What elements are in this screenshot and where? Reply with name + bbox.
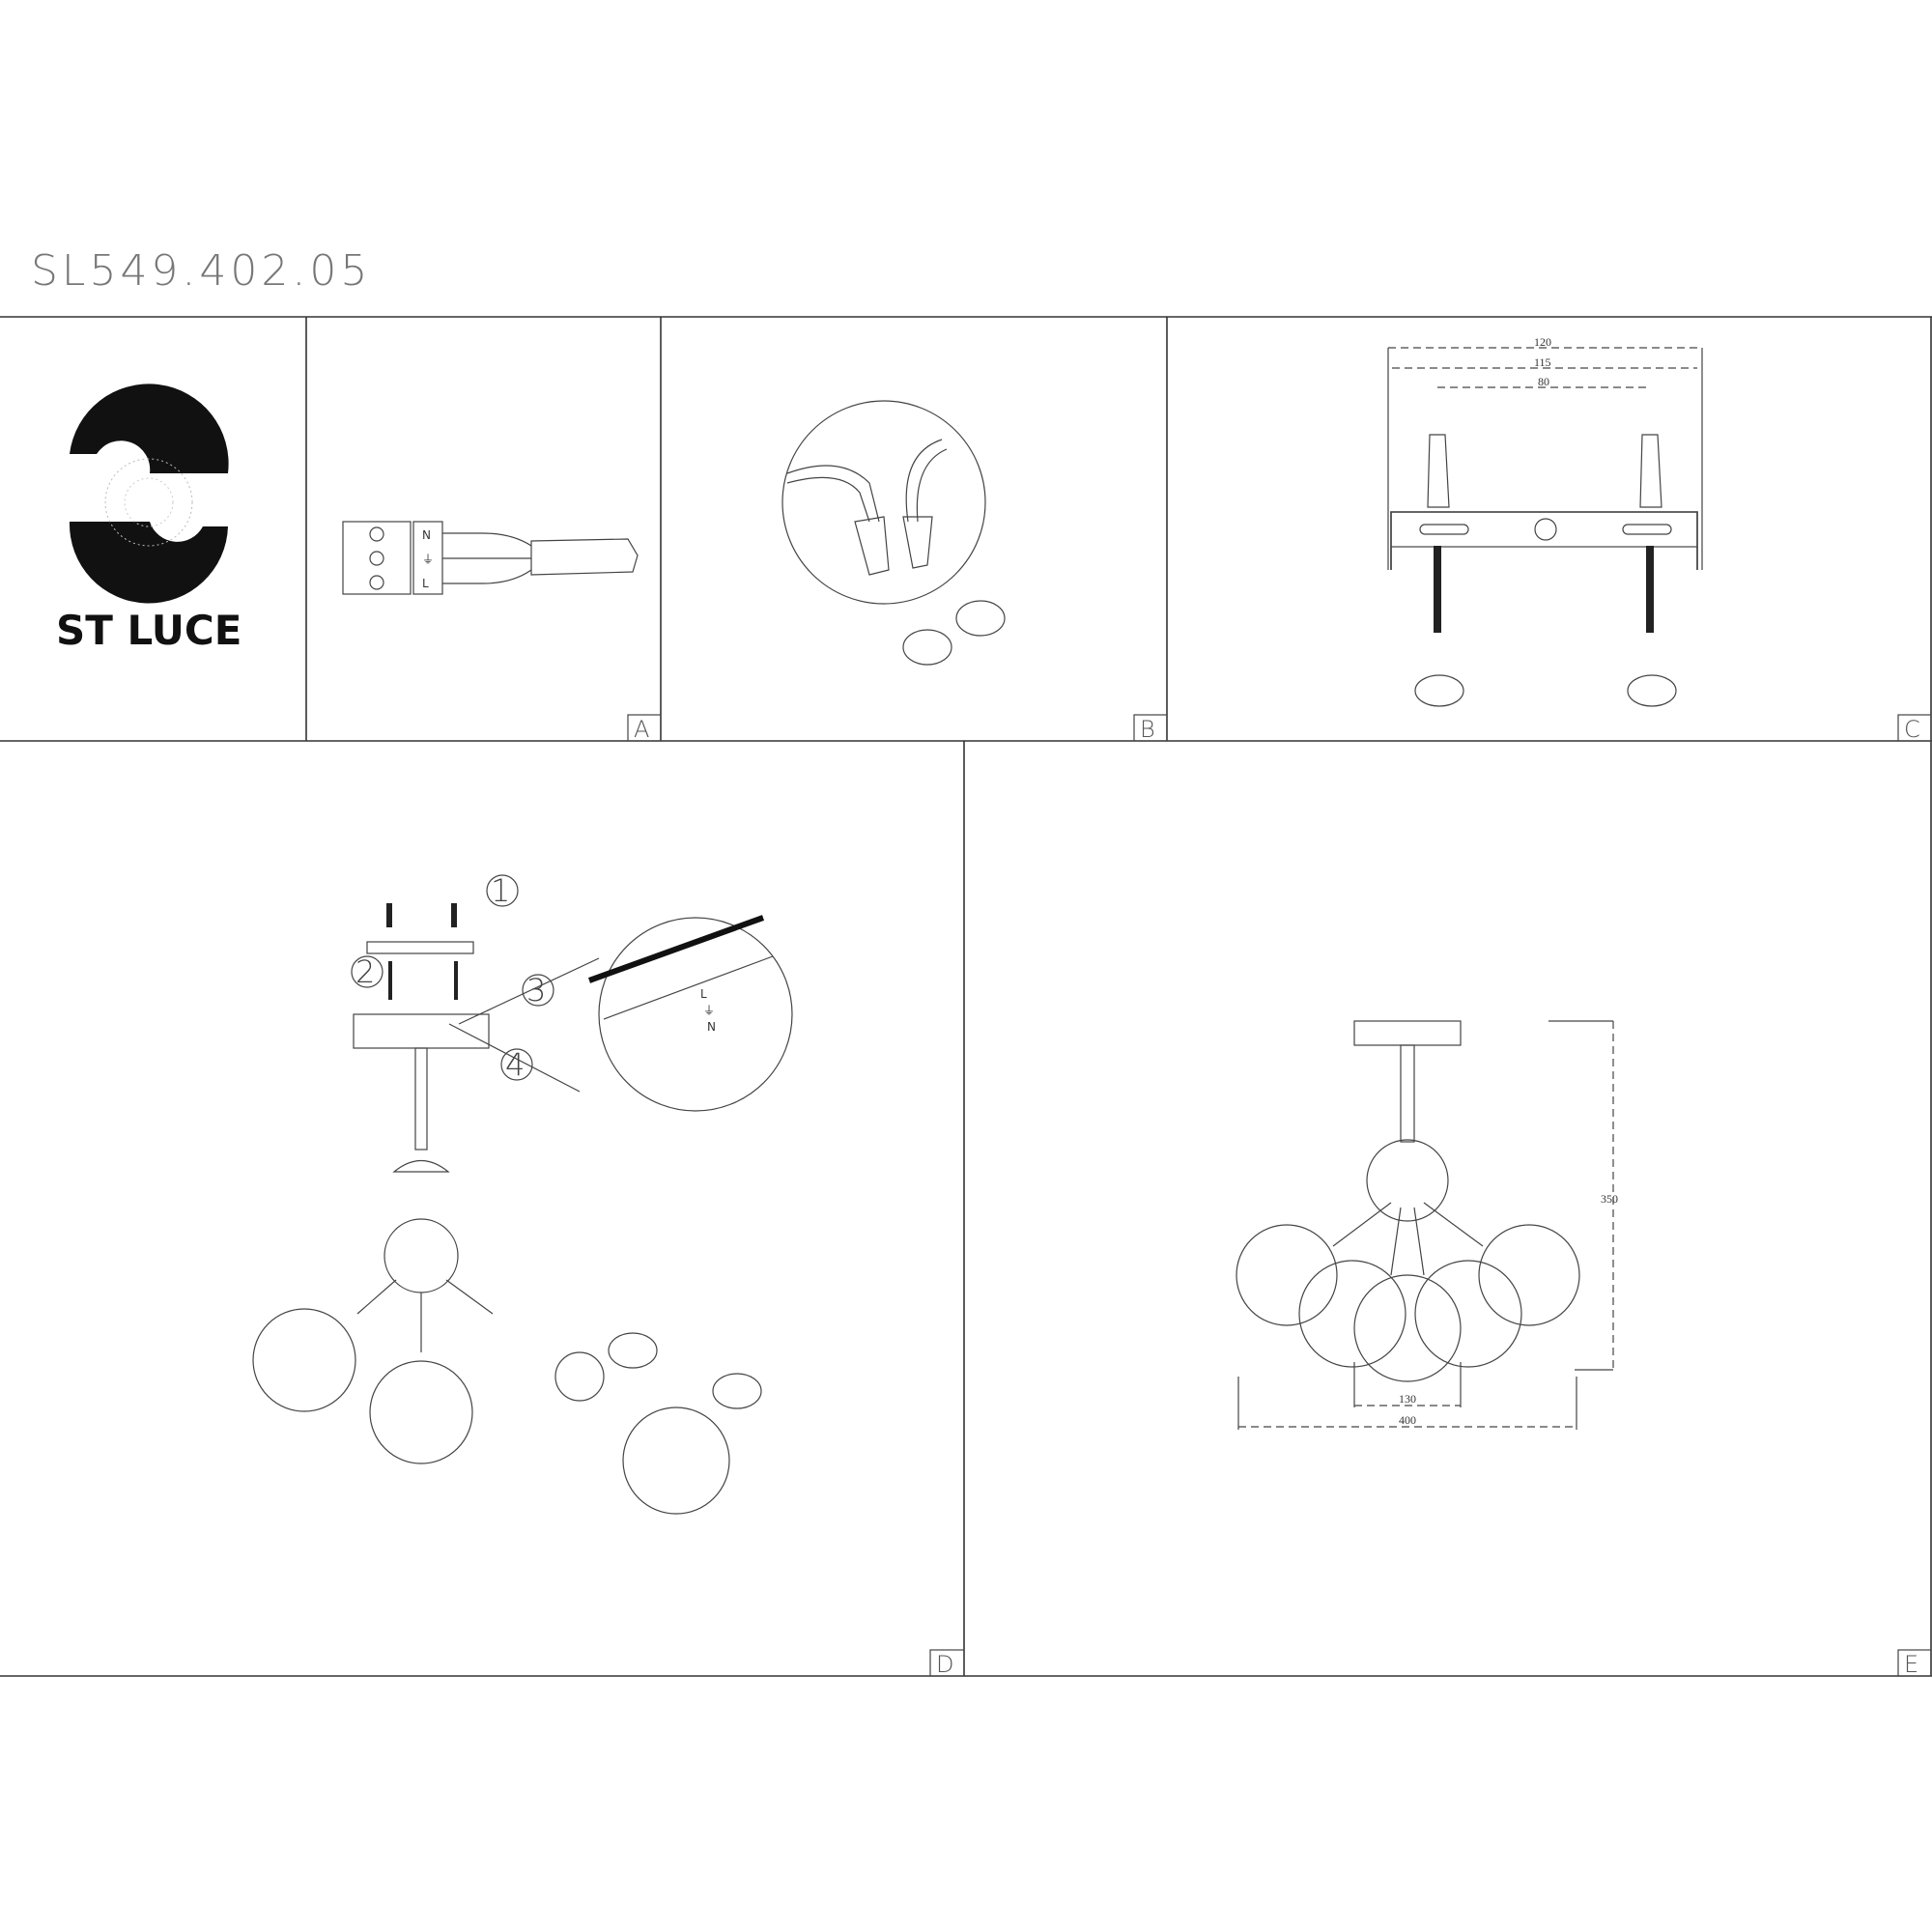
panel-letter-a: A [634, 716, 649, 743]
step-number: 4 [505, 1046, 525, 1083]
step-number: 3 [526, 972, 546, 1009]
panel-a-terminal-block: N ⏚ L [342, 521, 639, 595]
terminal-label: L [700, 987, 707, 1001]
step-number: 1 [491, 872, 510, 909]
panel-letter-b: B [1140, 716, 1155, 743]
dimension-height: 350 [1601, 1192, 1618, 1206]
dimension-label: 80 [1538, 375, 1549, 388]
panel-letter-e: E [1904, 1651, 1918, 1678]
terminal-label: N [422, 528, 431, 542]
logo-swirl-icon [69, 384, 229, 604]
dimension-label: 120 [1534, 335, 1551, 349]
model-number: SL549.402.05 [31, 246, 371, 296]
brand-name: ST LUCE [56, 607, 242, 654]
rotate-icon [712, 1373, 762, 1409]
dimension-width: 400 [1399, 1413, 1416, 1427]
step-number: 2 [355, 953, 375, 990]
brand-logo: ST LUCE [56, 384, 242, 654]
dimension-label: 115 [1534, 355, 1551, 369]
rotate-icon [608, 1332, 658, 1369]
rotate-icon [1414, 674, 1464, 707]
panel-e-dimensions: 350 130 400 [1236, 1020, 1618, 1430]
terminal-label: ⏚ [703, 1004, 715, 1017]
panel-b-wire-connectors [781, 400, 1006, 666]
terminal-label: ⏚ [422, 553, 434, 566]
panel-d-assembly: 1 2 3 4 L ⏚ N [252, 872, 793, 1515]
panel-frame [0, 316, 1932, 1677]
rotate-icon [902, 629, 952, 666]
rotate-icon [955, 600, 1006, 637]
panel-letter-c: C [1904, 716, 1920, 743]
rotate-icon [1627, 674, 1677, 707]
terminal-label: N [707, 1020, 716, 1034]
panel-c-mounting-bracket: 120 115 80 [1387, 335, 1703, 707]
terminal-label: L [422, 577, 429, 590]
dimension-canopy: 130 [1399, 1392, 1416, 1406]
panel-letter-d: D [936, 1651, 953, 1678]
